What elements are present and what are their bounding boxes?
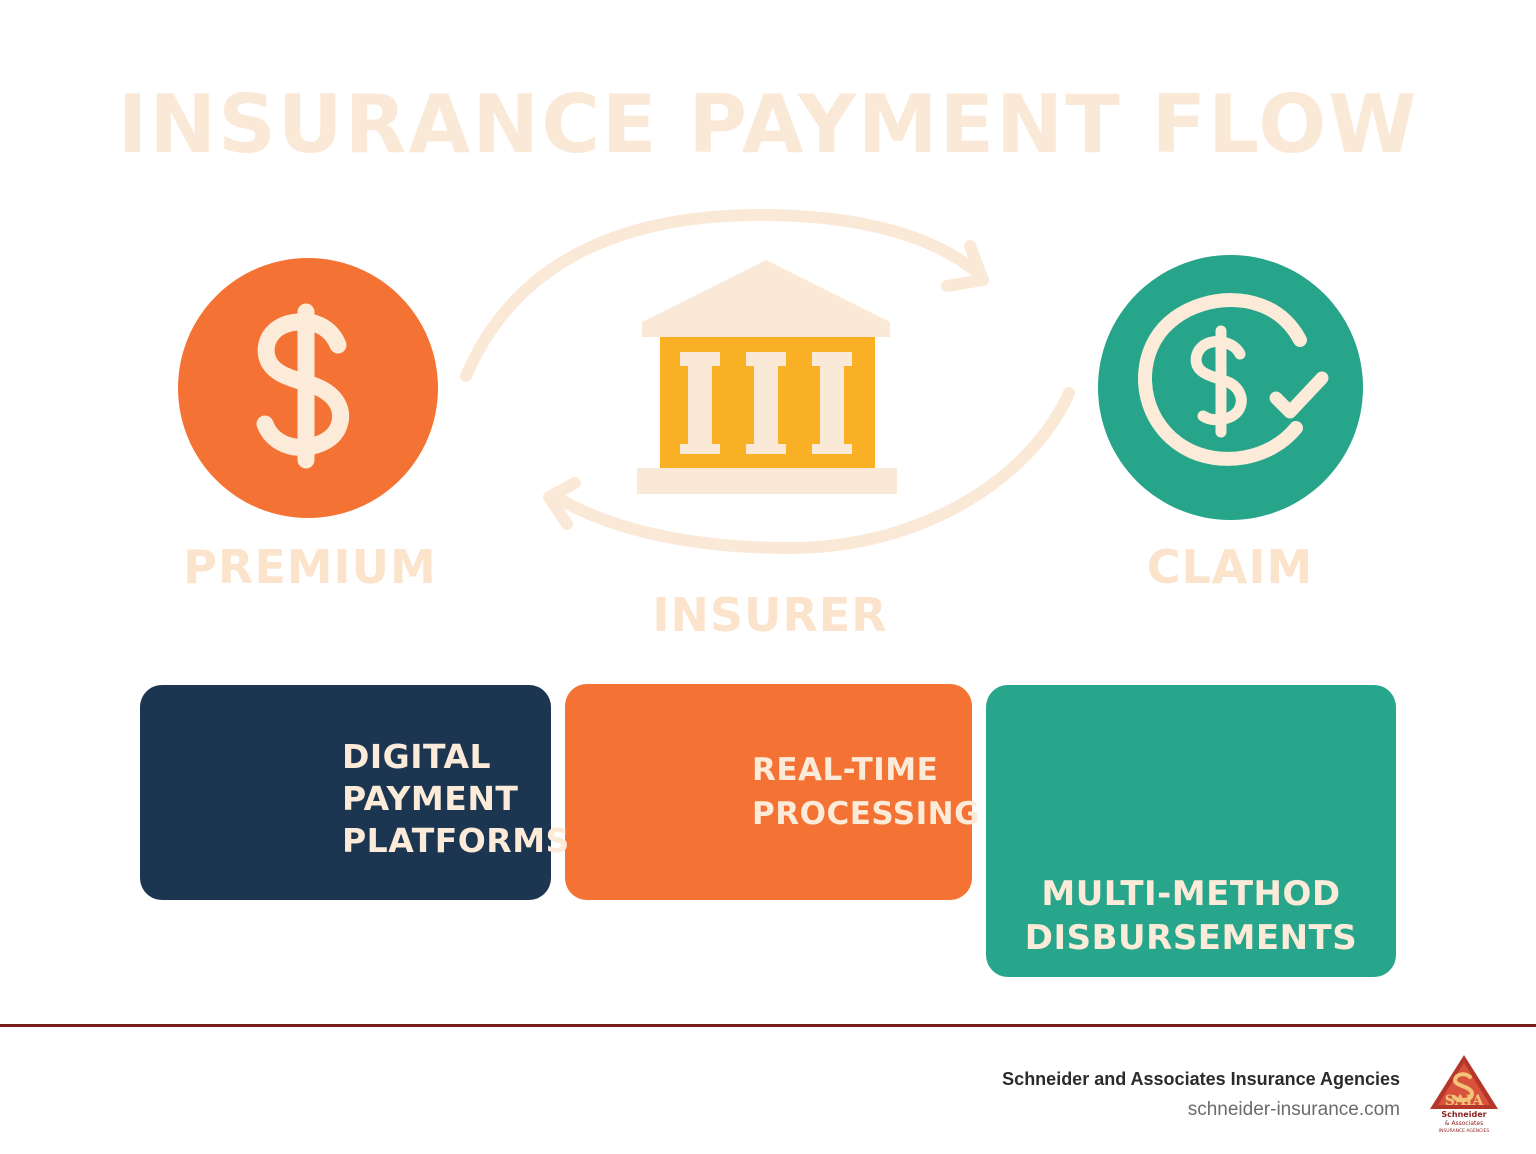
digital-payment-card xyxy=(140,685,551,900)
card-text-line: PAYMENT xyxy=(342,779,519,818)
digital-payment-text: DIGITAL PAYMENT PLATFORMS xyxy=(342,736,570,862)
insurer-label: INSURER xyxy=(652,588,888,642)
bank-building-icon xyxy=(637,260,897,494)
footer-divider xyxy=(0,1024,1536,1027)
card-text-line: DIGITAL xyxy=(342,737,492,776)
svg-text:SAIA: SAIA xyxy=(1445,1093,1485,1109)
card-text-line: REAL-TIME xyxy=(752,752,939,788)
arrow-to-premium-icon xyxy=(543,387,1075,554)
dollar-icon xyxy=(256,303,350,469)
arrow-to-claim-icon xyxy=(460,209,989,382)
card-text-line: PROCESSING xyxy=(752,796,981,832)
svg-text:Schneider: Schneider xyxy=(1441,1110,1486,1119)
premium-label: PREMIUM xyxy=(183,540,437,594)
saia-logo-icon: SAIA Schneider & Associates INSURANCE AG… xyxy=(1430,1055,1498,1133)
real-time-text: REAL-TIME PROCESSING xyxy=(752,748,981,836)
page-title: INSURANCE PAYMENT FLOW xyxy=(117,78,1419,171)
multi-method-text: MULTI-METHOD DISBURSEMENTS xyxy=(986,872,1396,960)
multi-method-card xyxy=(986,685,1396,977)
svg-text:INSURANCE AGENCIES: INSURANCE AGENCIES xyxy=(1439,1128,1490,1133)
claim-label: CLAIM xyxy=(1146,540,1314,594)
real-time-card xyxy=(565,684,972,900)
card-text-line: PLATFORMS xyxy=(342,821,570,860)
card-text-line: DISBURSEMENTS xyxy=(1024,918,1358,958)
dollar-check-cycle-icon xyxy=(1138,293,1329,466)
card-text-line: MULTI-METHOD xyxy=(1041,874,1341,914)
company-name: Schneider and Associates Insurance Agenc… xyxy=(1002,1069,1400,1089)
svg-text:& Associates: & Associates xyxy=(1445,1120,1483,1127)
website-link[interactable]: schneider-insurance.com xyxy=(1187,1099,1400,1120)
